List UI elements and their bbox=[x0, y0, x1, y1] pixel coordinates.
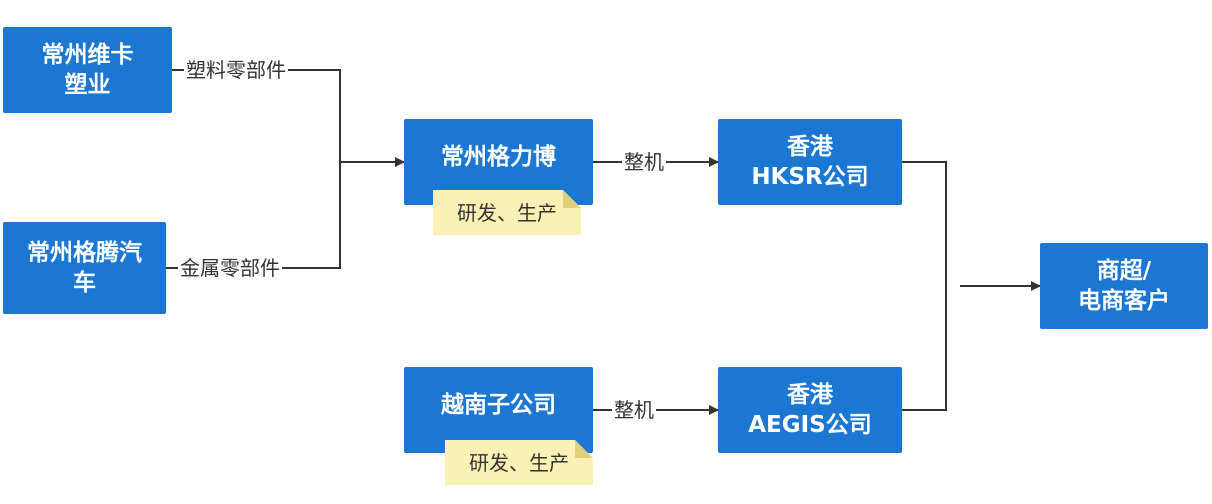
node-label-line1: 常州维卡 bbox=[41, 42, 134, 68]
connector-geteng-to-gelibo bbox=[166, 162, 341, 269]
node-retail-customers: 商超/ 电商客户 bbox=[1040, 243, 1208, 329]
connector-weika-to-gelibo bbox=[172, 69, 341, 162]
edge-label-plastic-parts: 塑料零部件 bbox=[184, 58, 288, 82]
edge-label-machine-top: 整机 bbox=[622, 150, 666, 174]
node-changzhou-geteng: 常州格腾汽 车 bbox=[3, 222, 166, 314]
node-label-line1: 越南子公司 bbox=[441, 392, 556, 418]
edge-label-metal-parts: 金属零部件 bbox=[178, 256, 282, 280]
node-label-line2: HKSR公司 bbox=[751, 164, 869, 190]
node-label-line2: 车 bbox=[73, 270, 96, 296]
connector-hksr-to-retail bbox=[902, 161, 947, 286]
connector-aegis-to-retail bbox=[902, 286, 947, 411]
node-hk-hksr: 香港 HKSR公司 bbox=[718, 119, 902, 205]
node-hk-aegis: 香港 AEGIS公司 bbox=[718, 367, 902, 453]
node-label-line1: 商超/ bbox=[1096, 258, 1152, 284]
node-vietnam-subsidiary: 越南子公司 bbox=[404, 367, 593, 453]
note-text: 研发、生产 bbox=[457, 200, 557, 225]
note-vietnam-rd-production: 研发、生产 bbox=[445, 440, 593, 485]
note-gelibo-rd-production: 研发、生产 bbox=[433, 190, 581, 235]
node-label-line1: 常州格力博 bbox=[441, 144, 556, 170]
node-label-line1: 常州格腾汽 bbox=[27, 240, 142, 266]
node-label-line2: 电商客户 bbox=[1078, 288, 1170, 314]
node-label-line2: 塑业 bbox=[64, 72, 111, 98]
edge-label-machine-bottom: 整机 bbox=[612, 398, 656, 422]
note-text: 研发、生产 bbox=[469, 450, 569, 475]
node-label-line1: 香港 bbox=[787, 134, 833, 160]
node-changzhou-weika: 常州维卡 塑业 bbox=[3, 27, 172, 113]
node-label-line1: 香港 bbox=[787, 382, 833, 408]
node-label-line2: AEGIS公司 bbox=[748, 412, 872, 438]
